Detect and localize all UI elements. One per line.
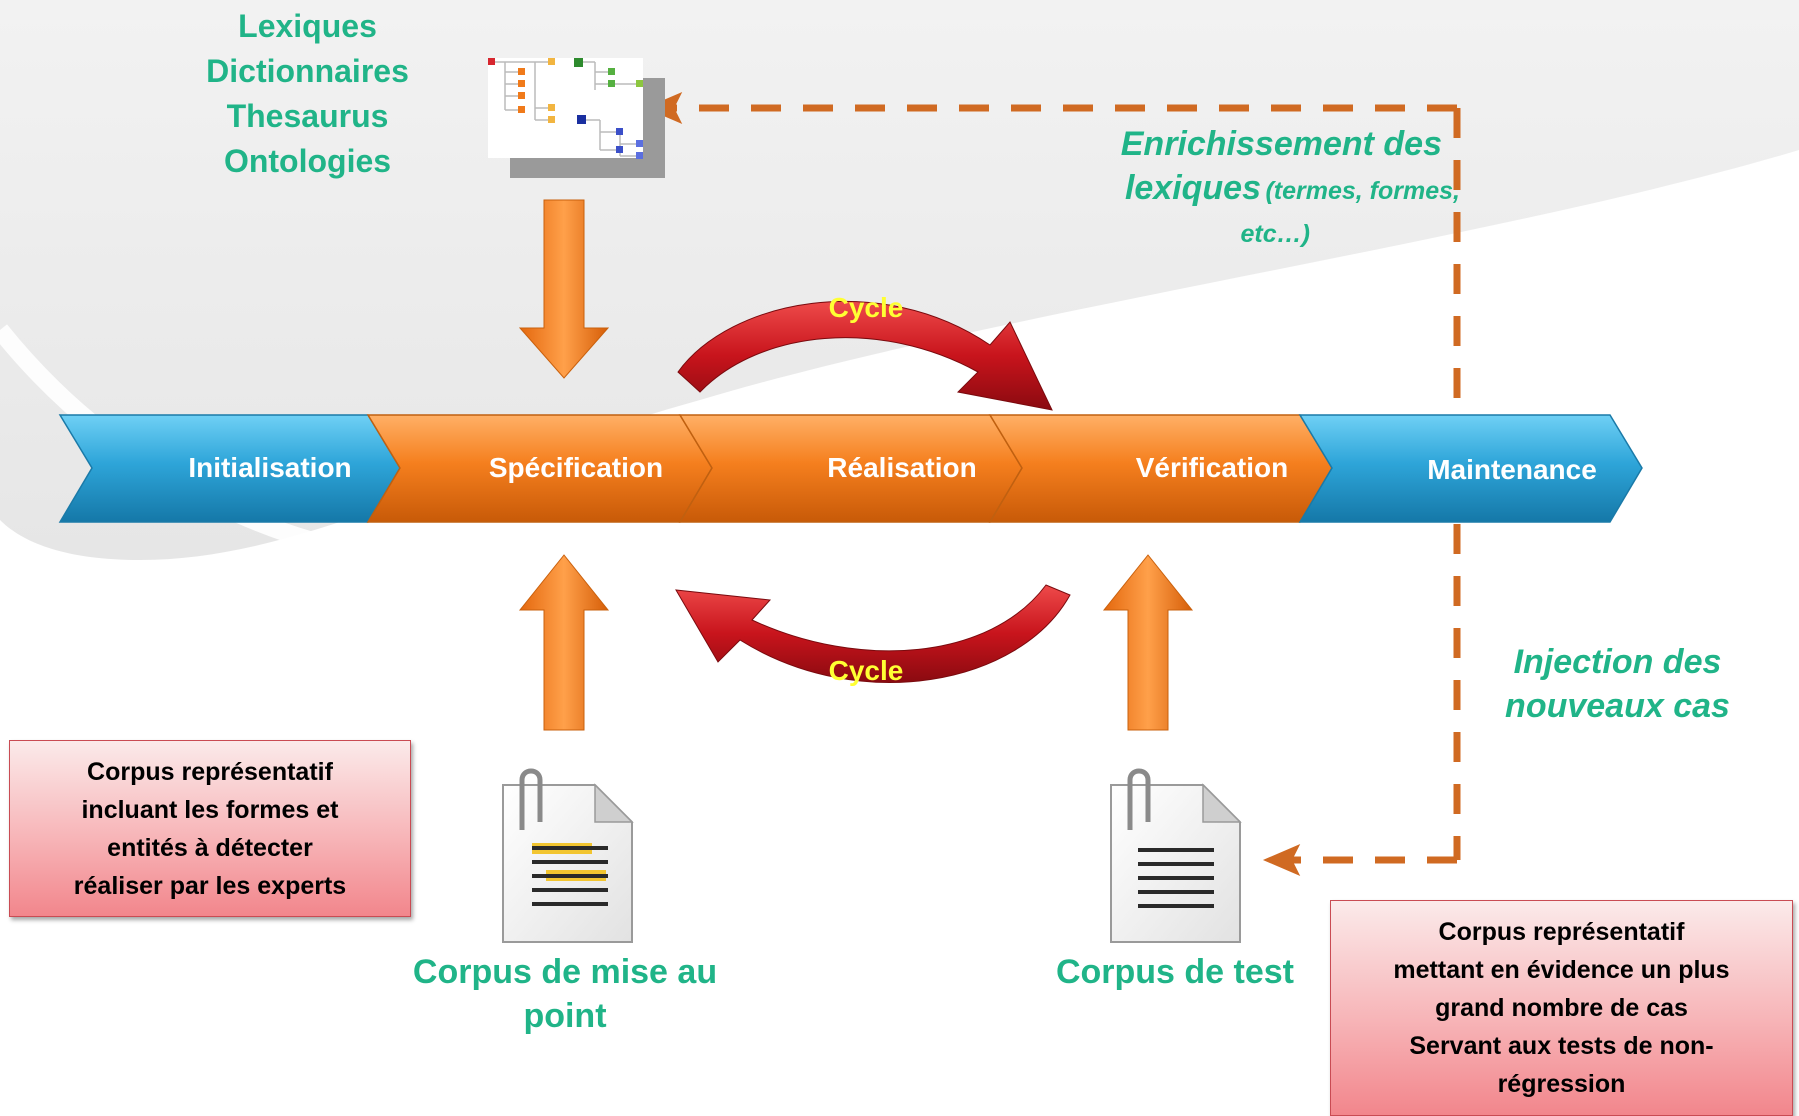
cycle-arrow-bottom: [675, 584, 1071, 683]
box-right-line1: Corpus représentatif: [1438, 918, 1685, 946]
phase-label-maintenance: Maintenance: [1427, 454, 1597, 485]
corpus-dev-label: Corpus de mise au point: [380, 950, 750, 1038]
corpus-test-description-box: Corpus représentatif mettant en évidence…: [1330, 900, 1793, 1116]
corpus-dev-line2: point: [523, 997, 607, 1035]
chevron-maintenance: [1298, 414, 1643, 523]
box-right-line3: grand nombre de cas: [1435, 994, 1688, 1022]
feedback-enrichment-detail-b: etc…): [1240, 220, 1310, 248]
resources-label: Lexiques Dictionnaires Thesaurus Ontolog…: [150, 4, 465, 184]
box-left-line1: Corpus représentatif: [87, 757, 333, 786]
feedback-injection-label: Injection des nouveaux cas: [1470, 640, 1765, 728]
ontology-tree-image: [488, 58, 665, 178]
resources-line-ontologies: Ontologies: [223, 143, 392, 179]
cycle-label-bottom: Cycle: [828, 655, 904, 686]
box-left-line4: réaliser par les experts: [73, 871, 347, 900]
feedback-arrowhead-bottom: [1262, 844, 1301, 876]
document-icon-dev: [502, 768, 634, 943]
arrow-resources-to-specification: [518, 199, 610, 379]
phase-label-realisation: Réalisation: [827, 452, 977, 483]
document-icon-test: [1110, 768, 1242, 943]
arrow-corpus-dev-to-specification: [518, 554, 610, 731]
phase-label-initialisation: Initialisation: [188, 452, 352, 483]
arrow-corpus-test-to-verification: [1102, 554, 1194, 731]
corpus-dev-line1: Corpus de mise au: [412, 953, 718, 991]
feedback-enrichment-line2: lexiques (termes, formes,: [1020, 166, 1460, 217]
feedback-injection-line1: Injection des: [1513, 643, 1722, 681]
corpus-dev-description-box: Corpus représentatif incluant les formes…: [9, 740, 411, 917]
box-right-line2: mettant en évidence un plus: [1393, 956, 1730, 984]
resources-line-lexiques: Lexiques: [238, 8, 377, 44]
feedback-enrichment-line1: Enrichissement des: [1120, 125, 1442, 163]
feedback-enrichment-detail-a: (termes, formes,: [1265, 177, 1460, 205]
feedback-injection-line2: nouveaux cas: [1505, 687, 1730, 725]
box-right-line4: Servant aux tests de non-: [1409, 1032, 1714, 1060]
phase-label-specification: Spécification: [488, 452, 664, 483]
phase-label-verification: Vérification: [1135, 452, 1289, 483]
box-left-line3: entités à détecter: [107, 833, 313, 862]
box-left-line2: incluant les formes et: [81, 795, 339, 824]
cycle-label-top: Cycle: [828, 292, 904, 323]
resources-line-thesaurus: Thesaurus: [226, 98, 389, 134]
resources-line-dictionnaires: Dictionnaires: [206, 53, 409, 89]
corpus-test-label: Corpus de test: [1055, 953, 1295, 991]
cycle-arrow-top: [677, 300, 1053, 411]
box-right-line5: régression: [1497, 1070, 1626, 1098]
feedback-enrichment-label: Enrichissement des lexiques (termes, for…: [1020, 122, 1460, 251]
feedback-enrichment-strong: lexiques: [1124, 169, 1262, 207]
